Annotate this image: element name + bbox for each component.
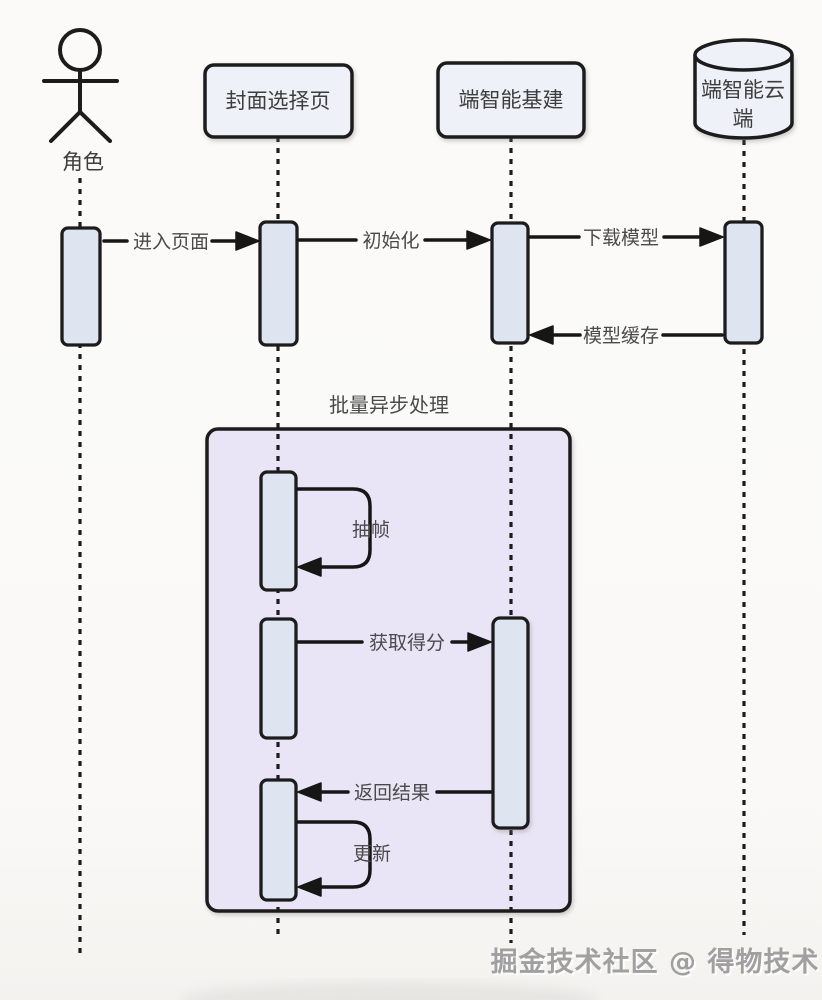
message-label: 抽帧	[352, 519, 390, 541]
message-enter-page: 进入页面	[102, 231, 260, 253]
participant-cover-select-page: 封面选择页	[203, 63, 354, 139]
participant-label: 封面选择页	[226, 89, 331, 113]
message-label: 进入页面	[133, 231, 209, 253]
watermark-text: 掘金技术社区 @ 得物技术	[491, 946, 820, 978]
message-label: 模型缓存	[583, 325, 659, 347]
participant-device-ai-cloud: 端智能云 端	[693, 38, 794, 140]
activation-cover-1	[258, 220, 299, 347]
message-initialize: 初始化	[297, 230, 491, 252]
watermark-highlight-text: 掘金技术社区 @ 得物技术	[493, 948, 822, 980]
arrowhead-left-icon	[297, 877, 322, 897]
message-label: 返回结果	[354, 782, 430, 804]
participant-label: 端智能基建	[459, 88, 564, 112]
database-cylinder-top-icon	[693, 38, 794, 72]
actor-body-icon	[42, 68, 119, 143]
participant-device-ai-infra: 端智能基建	[436, 61, 586, 139]
message-update: 更新	[296, 820, 391, 897]
message-label: 初始化	[362, 230, 419, 252]
participant-box	[436, 61, 586, 139]
activation-infra-2	[491, 616, 530, 830]
page-shading	[180, 982, 600, 1000]
participant-label-line1: 端智能云	[701, 78, 785, 102]
activation-cover-4	[259, 778, 298, 902]
actor-head-icon	[58, 28, 102, 72]
message-label: 更新	[353, 843, 391, 865]
message-model-cache: 模型缓存	[529, 325, 724, 347]
activation-user-1	[60, 226, 102, 347]
arrowhead-left-icon	[297, 557, 322, 577]
participant-label-line2: 端	[733, 107, 754, 131]
arrowhead-right-icon	[466, 230, 491, 250]
message-extract-frames: 抽帧	[296, 487, 390, 577]
participant-box	[203, 63, 354, 139]
arrowhead-right-icon	[699, 227, 724, 247]
message-label: 获取得分	[369, 632, 445, 654]
activation-bars	[60, 220, 764, 902]
arrowhead-right-icon	[467, 632, 492, 652]
watermark: 掘金技术社区 @ 得物技术 掘金技术社区 @ 得物技术	[491, 946, 822, 980]
activation-cloud-1	[723, 220, 764, 345]
activation-cover-3	[259, 617, 298, 740]
activation-cover-2	[259, 470, 298, 592]
database-cylinder-icon	[693, 55, 794, 140]
message-download-model: 下载模型	[528, 227, 724, 249]
self-loop-line	[296, 487, 372, 569]
arrowhead-right-icon	[235, 231, 260, 251]
participant-user: 角色	[42, 28, 119, 174]
activation-infra-1	[490, 221, 530, 345]
message-return-result: 返回结果	[297, 782, 493, 804]
self-loop-line	[296, 820, 372, 889]
message-get-score: 获取得分	[296, 632, 492, 654]
actor-label: 角色	[62, 150, 104, 174]
batch-frame-title: 批量异步处理	[329, 393, 449, 417]
message-label: 下载模型	[583, 227, 659, 249]
